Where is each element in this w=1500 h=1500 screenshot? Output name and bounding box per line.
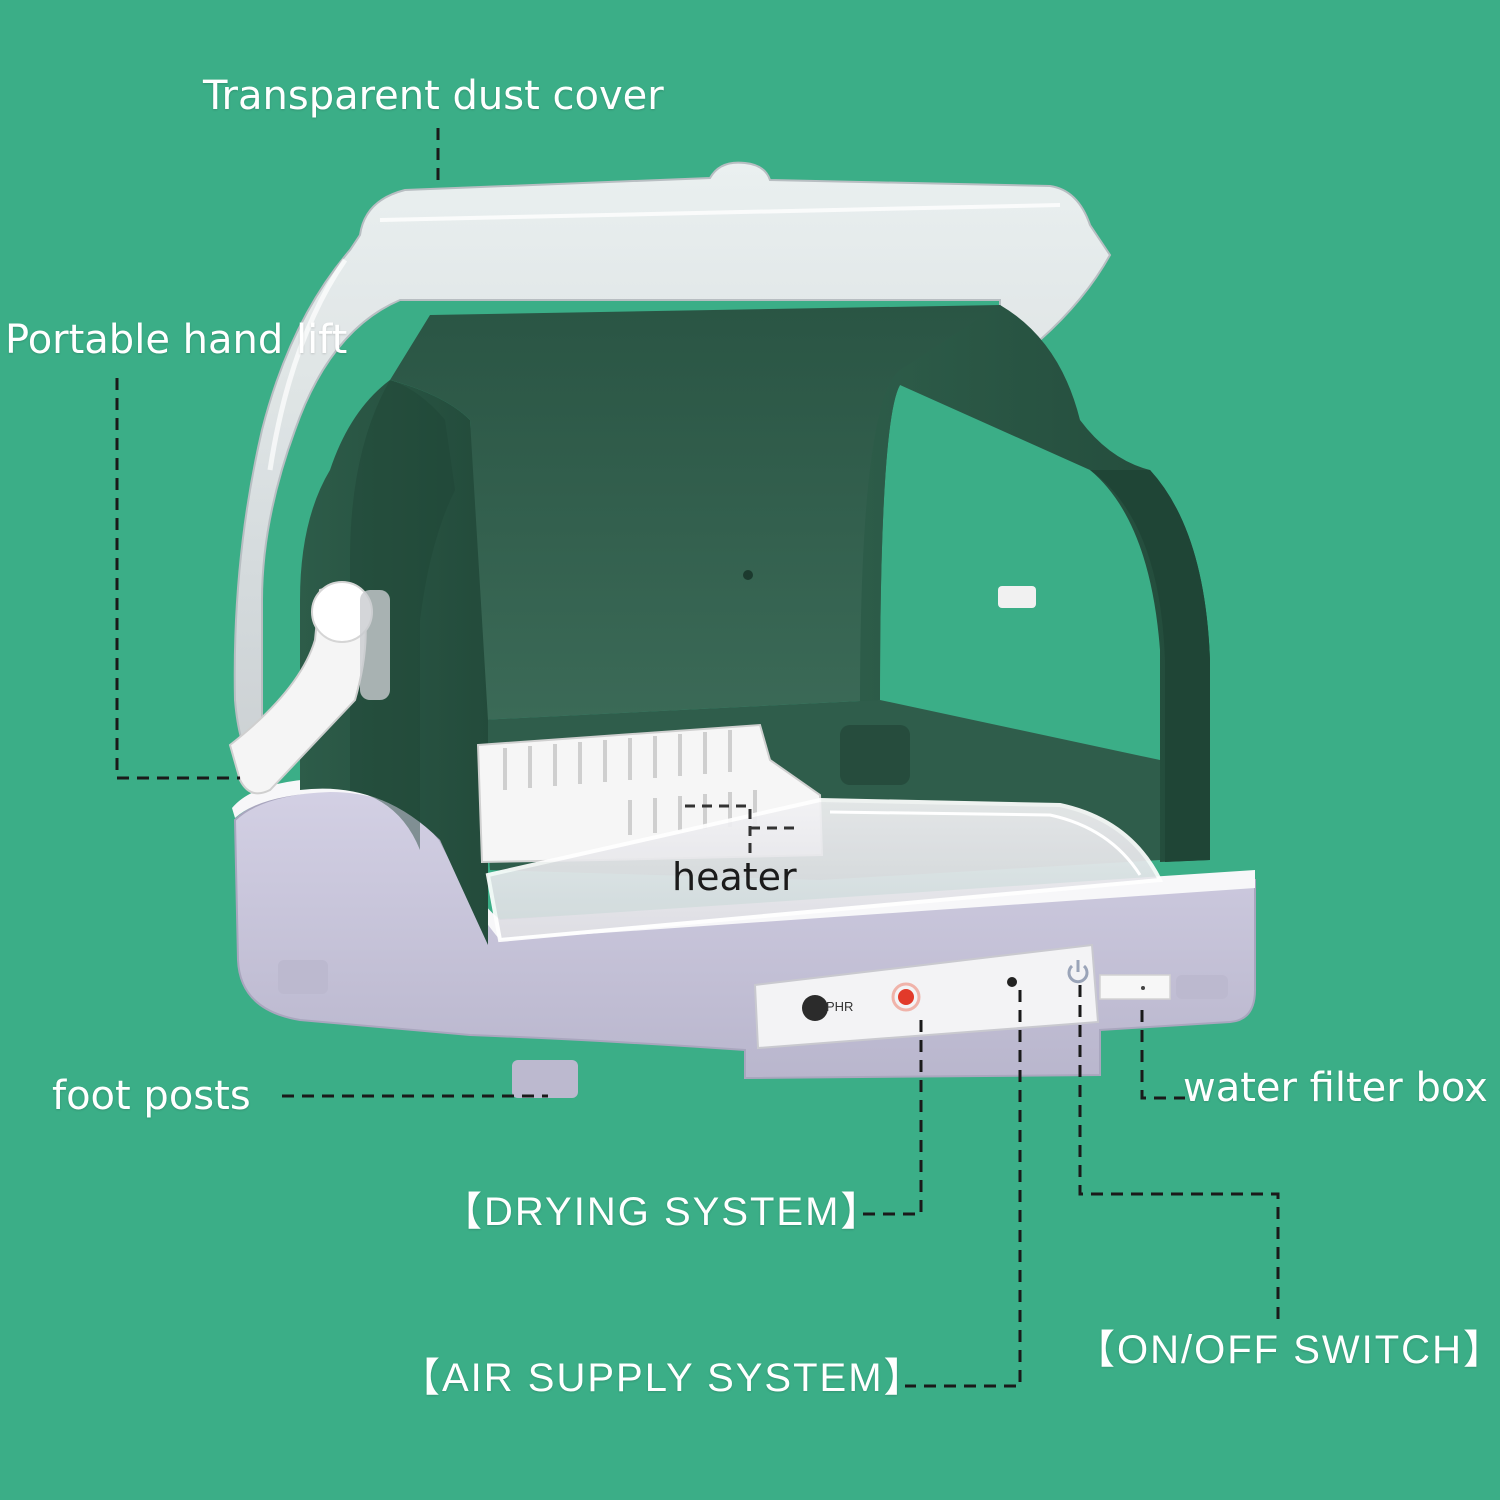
cabinet-shell-left: [300, 380, 488, 945]
panel-logo: PHR: [826, 999, 854, 1014]
foot-post-left: [278, 960, 328, 994]
foot-post-right: [1176, 975, 1228, 999]
label-foot-posts: foot posts: [52, 1073, 251, 1119]
leader-on-off: [1078, 985, 1280, 1320]
label-hand-lift: Portable hand lift: [5, 317, 348, 363]
label-dust-cover: Transparent dust cover: [203, 73, 664, 119]
label-heater: heater: [672, 855, 797, 899]
leader-hand-lift: [115, 378, 240, 780]
hand-lift: [228, 581, 390, 795]
leader-water-filter: [1140, 1010, 1185, 1100]
foot-post-front: [512, 1060, 578, 1098]
label-water-filter: water filter box: [1183, 1065, 1488, 1111]
leader-air-supply: [905, 990, 1022, 1388]
label-on-off: 【ON/OFF SWITCH】: [1075, 1328, 1500, 1372]
control-panel: [753, 943, 1100, 1050]
label-air-supply: 【AIR SUPPLY SYSTEM】: [400, 1356, 926, 1400]
dust-cover: [233, 161, 1112, 772]
leader-heater: [685, 804, 752, 858]
label-drying-system: 【DRYING SYSTEM】: [442, 1190, 883, 1234]
leader-drying-system: [858, 1020, 923, 1216]
drip-tray: [485, 797, 1164, 943]
water-filter-box: [1099, 974, 1171, 1000]
